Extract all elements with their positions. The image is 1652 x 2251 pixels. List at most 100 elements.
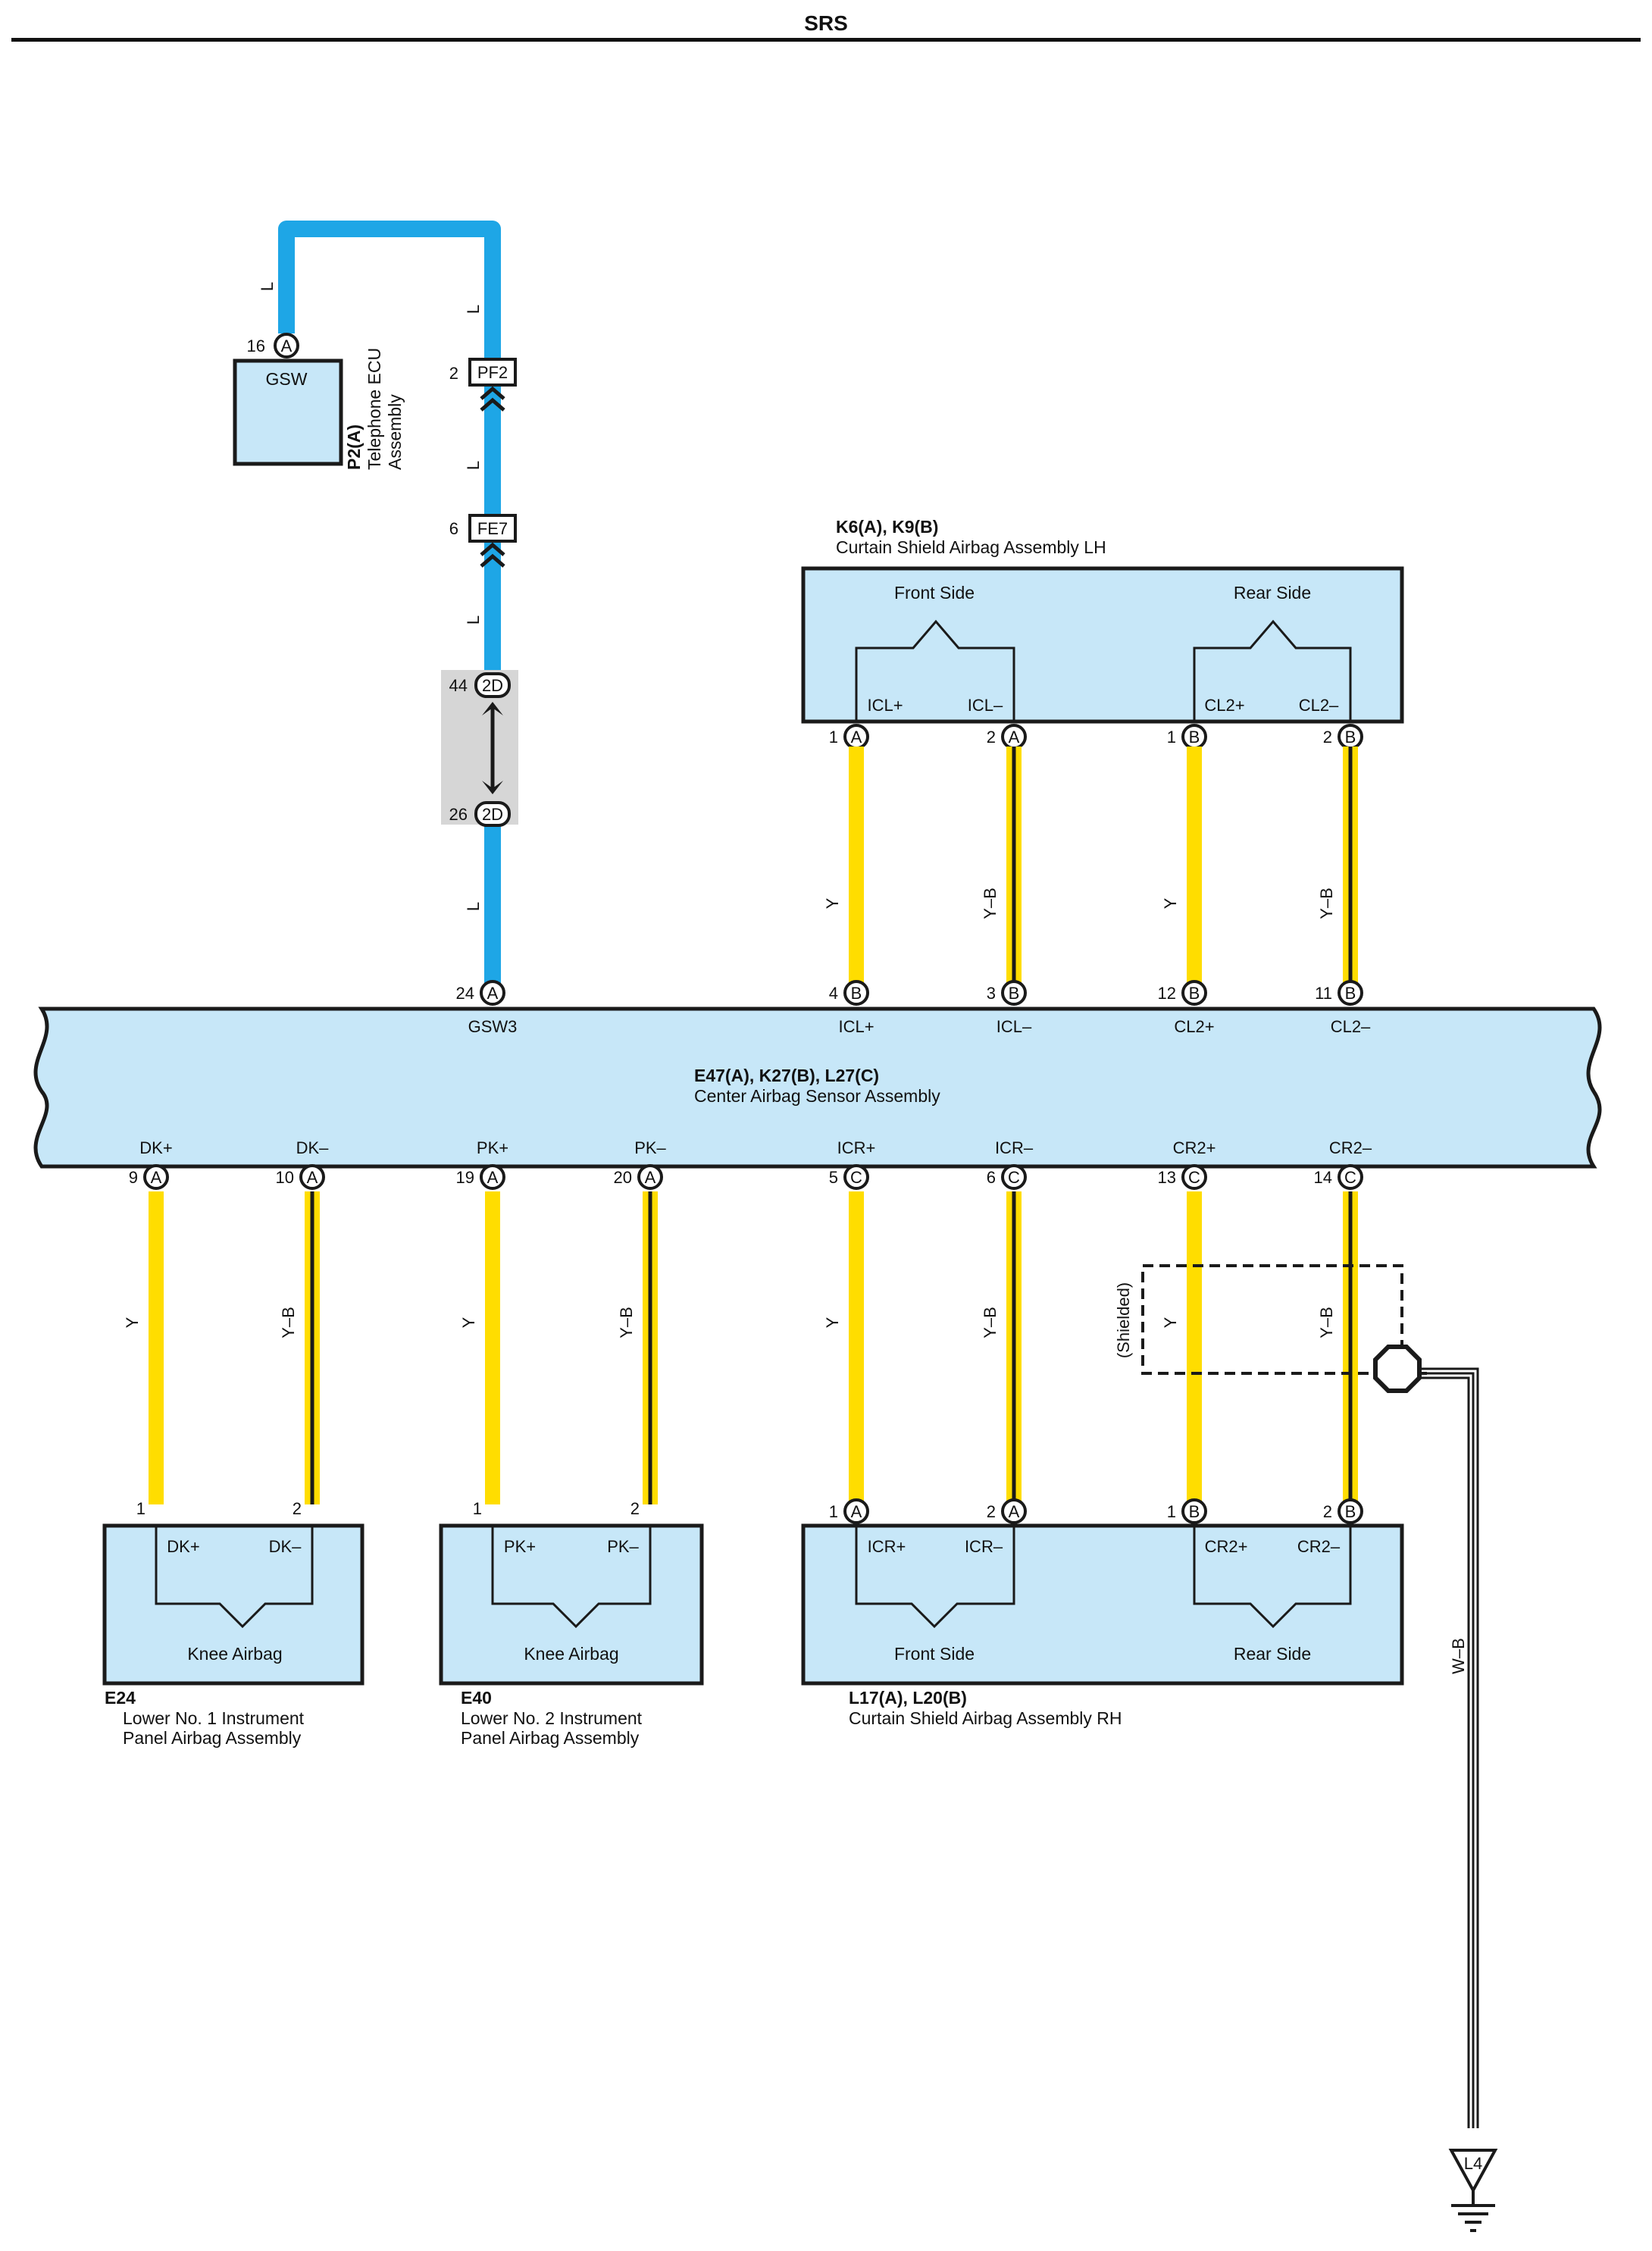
shield-box: [1141, 1264, 1403, 1375]
blue-wire: [278, 221, 501, 991]
connector-marker: C: [1181, 1164, 1207, 1190]
svg-text:B: B: [1189, 984, 1200, 1003]
wire-color-code: Y–B: [981, 1307, 1000, 1338]
svg-text:A: A: [307, 1168, 318, 1187]
connector-marker: C: [1001, 1164, 1027, 1190]
pin-number: 26: [449, 805, 468, 824]
svg-text:B: B: [1345, 728, 1356, 747]
svg-text:B: B: [1189, 728, 1200, 747]
component-code: E40: [461, 1688, 492, 1708]
inner-label: Knee Airbag: [187, 1644, 282, 1664]
wire-color-code: Y: [1161, 897, 1180, 909]
svg-text:B: B: [1345, 984, 1356, 1003]
component-name: Panel Airbag Assembly: [461, 1728, 640, 1748]
terminal-label: ICR+: [837, 1138, 876, 1157]
svg-text:A: A: [1009, 1502, 1020, 1521]
terminal-label: ICL+: [838, 1017, 874, 1036]
svg-text:C: C: [1008, 1168, 1020, 1187]
pin-number: 1: [829, 1502, 838, 1521]
inner-label: Knee Airbag: [524, 1644, 618, 1664]
terminal-label: ICR–: [965, 1537, 1003, 1556]
pin-number: 1: [1167, 728, 1176, 747]
terminal-label: PK+: [477, 1138, 508, 1157]
svg-text:A: A: [851, 728, 862, 747]
terminal-label: CL2–: [1331, 1017, 1371, 1036]
wire-color-code: Y–B: [617, 1307, 636, 1338]
pin-number: 1: [136, 1499, 145, 1518]
svg-text:A: A: [281, 337, 293, 355]
svg-text:A: A: [645, 1168, 656, 1187]
wire-color-code: Y–B: [981, 888, 1000, 919]
connector-marker: A: [480, 980, 505, 1006]
terminal-label: ICL–: [997, 1017, 1032, 1036]
terminal-label: GSW: [266, 369, 308, 389]
connector-marker: B: [1338, 980, 1363, 1006]
wire-color-code: Y–B: [1317, 1307, 1336, 1338]
component-name: Panel Airbag Assembly: [123, 1728, 302, 1748]
pin-number: 2: [630, 1499, 640, 1518]
connector-marker: A: [274, 333, 299, 358]
center-sensor-box: E47(A), K27(B), L27(C) Center Airbag Sen…: [33, 1007, 1602, 1169]
pin-number: 10: [276, 1168, 294, 1187]
terminal-label: CL2+: [1204, 696, 1244, 715]
wire-color-code: Y: [823, 897, 842, 909]
svg-text:C: C: [1344, 1168, 1356, 1187]
connector-pf2: PF2: [468, 358, 517, 387]
svg-text:A: A: [1009, 728, 1020, 747]
rear-side-label: Rear Side: [1234, 1644, 1311, 1664]
pin-number: 12: [1158, 984, 1176, 1003]
junction-connector-2d: 2D 2D: [441, 670, 518, 827]
wire-code-L: L: [464, 615, 483, 625]
svg-text:2D: 2D: [482, 805, 503, 824]
wire-color-code: Y: [459, 1316, 478, 1328]
header-rule: [11, 38, 1641, 42]
component-code: L17(A), L20(B): [849, 1688, 967, 1708]
connector-marker: A: [637, 1164, 663, 1190]
curtain-rh-box: Front Side Rear Side: [801, 1523, 1404, 1686]
pin-number: 11: [1315, 984, 1332, 1003]
component-name: Lower No. 2 Instrument: [461, 1708, 643, 1728]
wire-color-code: Y–B: [279, 1307, 298, 1338]
connector-marker: C: [843, 1164, 869, 1190]
rear-side-label: Rear Side: [1234, 583, 1311, 603]
wire-code-L: L: [258, 282, 277, 291]
pin-number: 9: [129, 1168, 138, 1187]
front-side-label: Front Side: [894, 583, 975, 603]
terminal-label: ICR+: [868, 1537, 906, 1556]
svg-text:C: C: [1188, 1168, 1200, 1187]
svg-text:A: A: [487, 984, 499, 1003]
pin-number: 14: [1314, 1168, 1332, 1187]
svg-text:2D: 2D: [482, 676, 503, 695]
telephone-ecu-box: GSW: [233, 358, 343, 466]
pin-number: 4: [829, 984, 838, 1003]
terminal-label: CL2+: [1174, 1017, 1214, 1036]
pin-number: 2: [1323, 1502, 1332, 1521]
pin-number: 1: [829, 728, 838, 747]
pin-number: 24: [456, 984, 474, 1003]
knee-airbag-1-box: Knee Airbag: [102, 1523, 365, 1686]
pin-number: 13: [1158, 1168, 1176, 1187]
wire-code-wb: W–B: [1449, 1638, 1468, 1674]
svg-text:PF2: PF2: [477, 363, 508, 382]
svg-text:A: A: [851, 1502, 862, 1521]
pin-number: 2: [987, 1502, 996, 1521]
wire-color-code: Y: [823, 1316, 842, 1328]
wire-color-code: Y–B: [1317, 888, 1336, 919]
connector-marker: A: [843, 724, 869, 750]
connector-marker: A: [480, 1164, 505, 1190]
component-code: E47(A), K27(B), L27(C): [694, 1066, 879, 1085]
terminal-label: ICL+: [867, 696, 903, 715]
component-name: Assembly: [385, 394, 405, 470]
connector-marker: B: [1338, 724, 1363, 750]
ground-label: L4: [1464, 2154, 1482, 2173]
svg-text:A: A: [487, 1168, 499, 1187]
connector-marker: B: [1181, 980, 1207, 1006]
component-code: P2(A): [344, 424, 364, 470]
pin-number: 2: [293, 1499, 302, 1518]
ground-wire-wb: [1419, 1367, 1479, 2128]
connector-marker: A: [843, 1498, 869, 1524]
terminal-label: CR2+: [1205, 1537, 1248, 1556]
shield-ground-node: [1373, 1345, 1427, 1393]
pin-number: 6: [987, 1168, 996, 1187]
connector-marker: B: [1181, 1498, 1207, 1524]
